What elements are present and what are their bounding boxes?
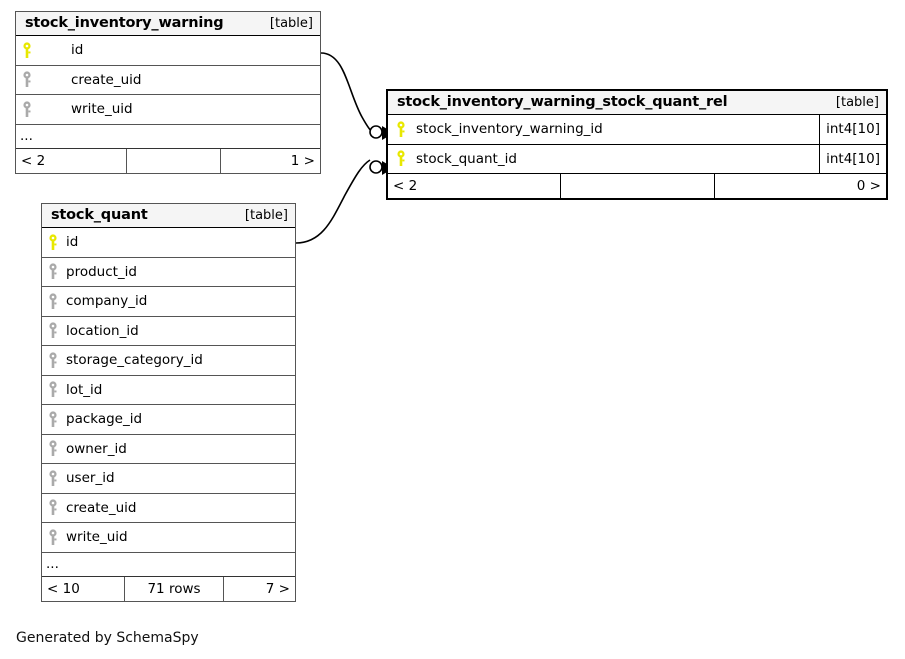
table-type-tag: [table] <box>835 94 879 110</box>
footer-row-count <box>560 174 715 198</box>
foreign-key-icon <box>16 101 38 118</box>
table-footer: < 2 1 > <box>16 148 320 173</box>
generated-by-note: Generated by SchemaSpy <box>16 630 199 646</box>
foreign-key-icon <box>42 411 64 428</box>
column-name: package_id <box>66 411 143 428</box>
column-name: owner_id <box>66 440 127 457</box>
more-columns-indicator: ... <box>42 552 295 577</box>
table-columns: stock_inventory_warning_id int4[10] stoc… <box>388 115 886 174</box>
column-name: id <box>71 42 84 59</box>
table-row[interactable]: lot_id <box>42 375 295 405</box>
foreign-key-icon <box>16 71 38 88</box>
table-title: stock_quant <box>51 207 148 223</box>
footer-child-count[interactable]: 7 > <box>265 580 290 597</box>
foreign-key-icon <box>42 293 64 310</box>
table-row[interactable]: stock_quant_id int4[10] <box>388 144 886 174</box>
footer-child-count[interactable]: 0 > <box>856 178 881 194</box>
column-name: write_uid <box>66 529 128 546</box>
table-row[interactable]: storage_category_id <box>42 346 295 376</box>
column-name: company_id <box>66 293 148 310</box>
foreign-key-icon <box>42 352 64 369</box>
column-type: int4[10] <box>819 144 886 173</box>
foreign-key-icon <box>42 440 64 457</box>
table-footer: < 2 0 > <box>388 174 886 198</box>
column-name: create_uid <box>71 71 142 88</box>
table-row[interactable]: company_id <box>42 287 295 317</box>
table-row[interactable]: owner_id <box>42 434 295 464</box>
column-type: int4[10] <box>819 115 886 144</box>
foreign-key-icon <box>42 381 64 398</box>
primary-key-icon <box>42 234 64 251</box>
table-row[interactable]: location_id <box>42 316 295 346</box>
column-name: product_id <box>66 263 137 280</box>
primary-key-icon <box>16 42 38 59</box>
table-footer: < 10 71 rows 7 > <box>42 576 295 601</box>
table-title: stock_inventory_warning <box>25 15 224 31</box>
foreign-key-icon <box>42 263 64 280</box>
footer-row-count: 71 rows <box>124 576 224 601</box>
table-row[interactable]: write_uid <box>16 95 320 125</box>
more-columns-indicator: ... <box>16 124 320 149</box>
footer-row-count <box>126 148 221 173</box>
primary-key-icon <box>388 150 414 167</box>
column-name: user_id <box>66 470 115 487</box>
table-row[interactable]: package_id <box>42 405 295 435</box>
foreign-key-icon <box>42 470 64 487</box>
table-row[interactable]: stock_inventory_warning_id int4[10] <box>388 115 886 145</box>
column-name: storage_category_id <box>66 352 203 369</box>
table-stock-inventory-warning-stock-quant-rel[interactable]: stock_inventory_warning_stock_quant_rel … <box>386 89 888 200</box>
column-name: create_uid <box>66 499 137 516</box>
column-name: location_id <box>66 322 139 339</box>
table-columns: id create_uid <box>16 36 320 149</box>
column-name: stock_quant_id <box>416 150 517 167</box>
footer-parent-count[interactable]: < 10 <box>47 580 80 597</box>
column-name: stock_inventory_warning_id <box>416 121 603 138</box>
table-row[interactable]: id <box>16 36 320 66</box>
footer-child-count[interactable]: 1 > <box>290 152 315 169</box>
table-header: stock_inventory_warning_stock_quant_rel … <box>388 91 886 115</box>
relationship-line-warning-to-rel <box>320 52 373 133</box>
table-row[interactable]: product_id <box>42 257 295 287</box>
column-name: id <box>66 234 79 251</box>
foreign-key-icon <box>42 322 64 339</box>
primary-key-icon <box>388 121 414 138</box>
table-columns: id product_id <box>42 228 295 577</box>
table-stock-inventory-warning[interactable]: stock_inventory_warning [table] id <box>15 11 321 174</box>
foreign-key-icon <box>42 499 64 516</box>
footer-parent-count[interactable]: < 2 <box>393 178 418 194</box>
table-row[interactable]: create_uid <box>42 493 295 523</box>
column-name: lot_id <box>66 381 103 398</box>
table-type-tag: [table] <box>269 15 313 31</box>
table-row[interactable]: create_uid <box>16 65 320 95</box>
table-stock-quant[interactable]: stock_quant [table] id <box>41 203 296 602</box>
table-header: stock_quant [table] <box>42 204 295 228</box>
table-row[interactable]: id <box>42 228 295 258</box>
column-name: write_uid <box>71 101 133 118</box>
footer-parent-count[interactable]: < 2 <box>21 152 46 169</box>
foreign-key-icon <box>42 529 64 546</box>
table-row[interactable]: write_uid <box>42 523 295 553</box>
table-header: stock_inventory_warning [table] <box>16 12 320 36</box>
relationship-optional-markers <box>369 125 383 174</box>
table-row[interactable]: user_id <box>42 464 295 494</box>
table-type-tag: [table] <box>244 207 288 223</box>
table-title: stock_inventory_warning_stock_quant_rel <box>397 94 728 110</box>
